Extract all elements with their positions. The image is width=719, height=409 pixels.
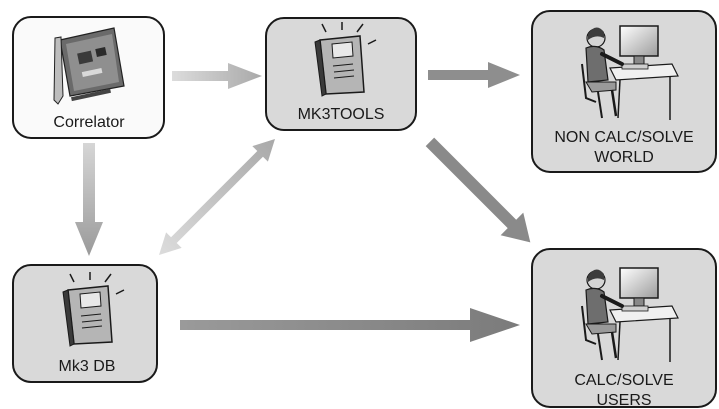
node-label: Correlator bbox=[53, 114, 125, 131]
arrow-correlator-to-mk3tools bbox=[172, 63, 262, 89]
arrow-mk3tools-mk3db-bidirectional bbox=[159, 139, 275, 255]
node-calc-solve-users: CALC/SOLVE USERS bbox=[531, 248, 717, 409]
node-box bbox=[531, 248, 717, 408]
node-label: Mk3 DB bbox=[59, 358, 116, 375]
node-label: MK3TOOLS bbox=[298, 106, 385, 123]
pci-card-icon bbox=[53, 27, 125, 105]
arrow-mk3db-to-calc bbox=[180, 308, 520, 342]
node-mk3tools: MK3TOOLS bbox=[265, 17, 417, 131]
server-tower-icon bbox=[62, 272, 125, 347]
node-correlator: Correlator bbox=[12, 16, 165, 139]
node-box bbox=[531, 10, 717, 173]
arrow-mk3tools-to-noncalc bbox=[428, 62, 520, 88]
person-at-computer-icon bbox=[581, 25, 679, 120]
node-non-calc-solve-world: NON CALC/SOLVE WORLD bbox=[531, 10, 717, 173]
node-label-line1: NON CALC/SOLVE bbox=[554, 129, 693, 146]
server-tower-icon bbox=[314, 22, 377, 97]
node-mk3db: Mk3 DB bbox=[12, 264, 158, 383]
arrow-mk3tools-to-calc bbox=[425, 137, 531, 243]
arrow-correlator-to-mk3db bbox=[75, 143, 103, 256]
node-label-line1: CALC/SOLVE bbox=[574, 372, 673, 389]
person-at-computer-icon bbox=[581, 267, 679, 362]
node-label-line2: WORLD bbox=[594, 149, 654, 166]
node-label-line2: USERS bbox=[596, 392, 651, 409]
